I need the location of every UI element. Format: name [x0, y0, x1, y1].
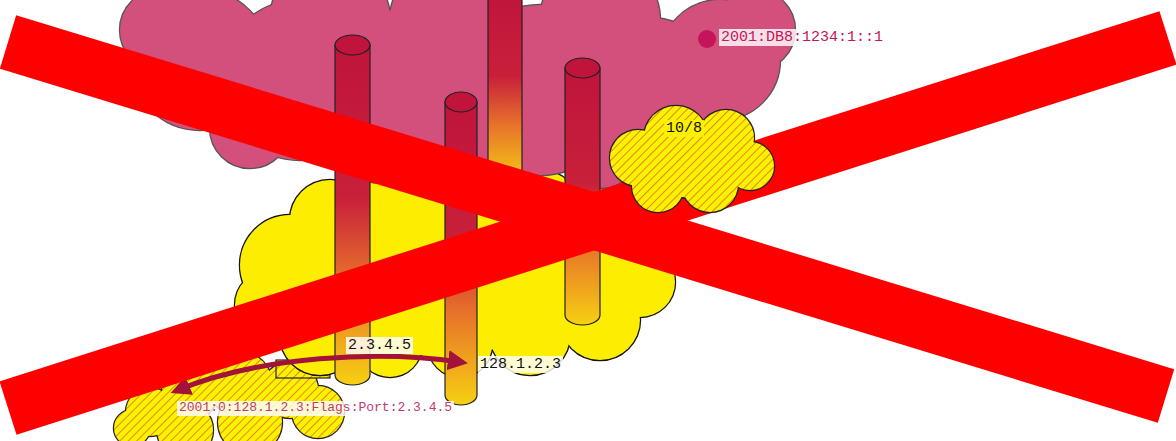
prefix-label: 10/8 [664, 120, 704, 137]
cloud-shape [610, 106, 774, 212]
ipv4-address: 128.1.2.3 [478, 356, 563, 373]
tunnel-cylinder [335, 35, 370, 385]
ipv4-address: 2.3.4.5 [346, 337, 413, 354]
ipv6-address: 2001:DB8:1234:1::1 [719, 29, 885, 46]
hatched-cloud: 10/8 [598, 96, 778, 218]
teredo-address: 2001:0:128.1.2.3:Flags:Port:2.3.4.5 [177, 401, 454, 416]
cross-bar [8, 38, 1168, 408]
cloud-outline [598, 96, 778, 218]
tunnel-cylinder [488, 0, 522, 185]
host-dot [698, 30, 716, 48]
